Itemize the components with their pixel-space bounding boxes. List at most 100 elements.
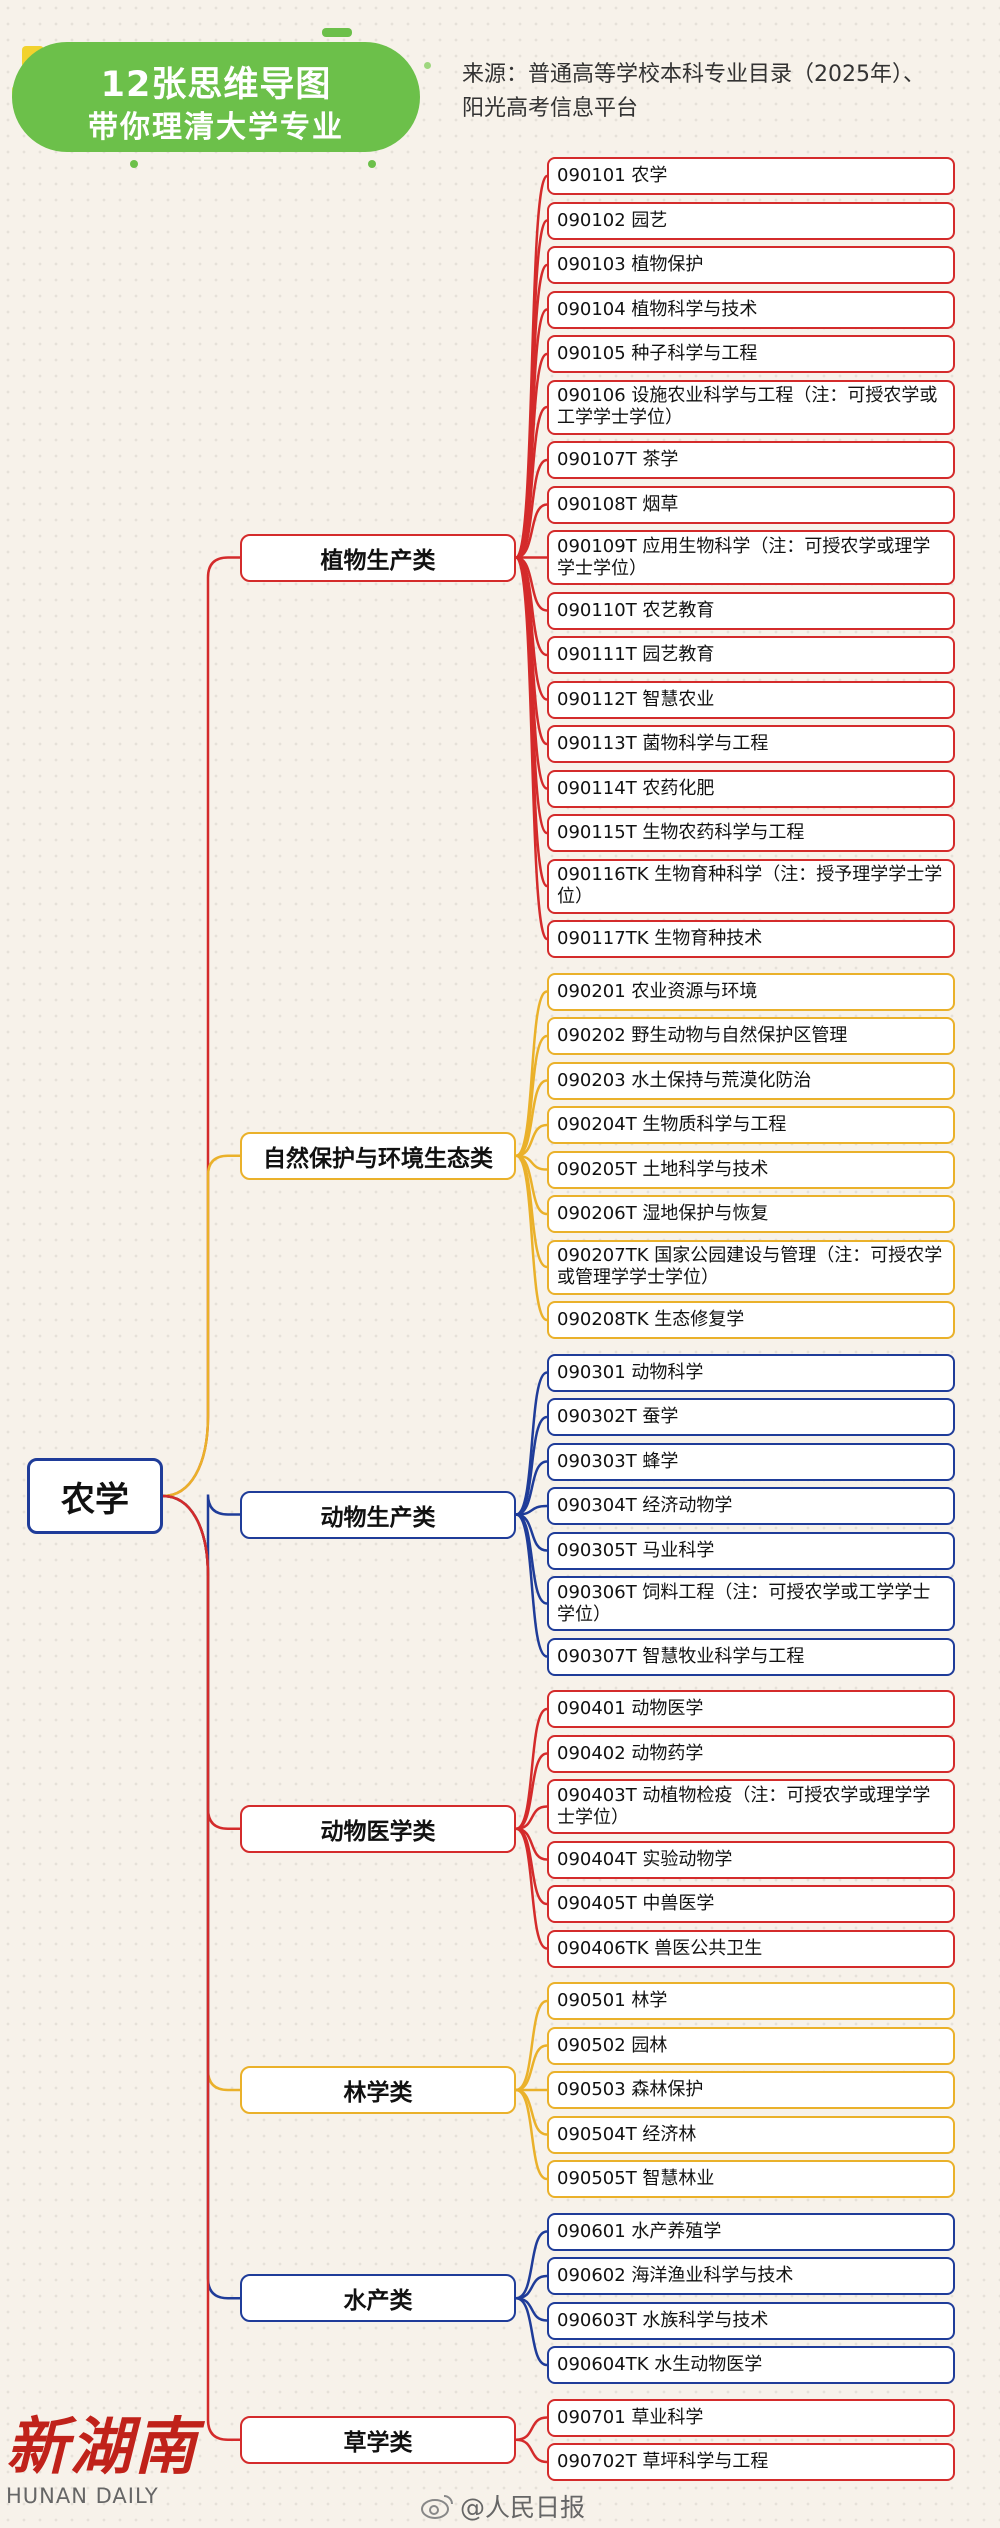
source-line: 阳光高考信息平台 xyxy=(462,96,639,121)
category-to-major-connector xyxy=(515,1513,548,1658)
weibo-handle: @人民日报 xyxy=(460,2493,586,2522)
major-item: 090702T 草坪科学与工程 xyxy=(547,2443,955,2481)
major-item: 090108T 烟草 xyxy=(547,485,955,524)
major-item: 090504T 经济林 xyxy=(547,2115,955,2154)
major-item: 090114T 农药化肥 xyxy=(547,769,955,808)
root-to-category-connector xyxy=(162,1494,240,1577)
major-item: 090115T 生物农药科学与工程 xyxy=(547,814,955,852)
category-to-major-connector xyxy=(515,458,548,559)
major-item: 090503 森林保护 xyxy=(547,2071,955,2109)
logo-brand: 新湖南 xyxy=(6,2410,199,2483)
major-item: 090406TK 兽医公共卫生 xyxy=(547,1929,955,1968)
major-item: 090603T 水族科学与技术 xyxy=(547,2301,955,2340)
major-item: 090307T 智慧牧业科学与工程 xyxy=(547,1637,955,1676)
major-item: 090201 农业资源与环境 xyxy=(547,972,955,1011)
major-item: 090102 园艺 xyxy=(547,201,955,240)
major-item: 090208TK 生态修复学 xyxy=(547,1301,955,1339)
major-item: 090602 海洋渔业科学与技术 xyxy=(547,2257,955,2295)
category-node: 动物医学类 xyxy=(240,1804,516,1853)
weibo-icon xyxy=(421,2495,453,2519)
major-item: 090203 水土保持与荒漠化防治 xyxy=(547,1061,955,1100)
major-item: 090304T 经济动物学 xyxy=(547,1487,955,1525)
category-to-major-connector xyxy=(515,503,548,559)
major-item: 090206T 湿地保护与恢复 xyxy=(547,1195,955,1233)
category-node: 水产类 xyxy=(240,2274,516,2323)
category-node: 草学类 xyxy=(240,2415,516,2464)
category-to-major-connector xyxy=(515,1034,548,1157)
header-dot-decoration xyxy=(368,160,376,168)
major-item: 090604TK 水生动物医学 xyxy=(547,2346,955,2384)
category-to-major-connector xyxy=(515,2274,548,2300)
root-node: 农学 xyxy=(27,1458,163,1534)
major-item: 090116TK 生物育种科学（注：授予理学学士学位） xyxy=(547,858,955,914)
major-item: 090302T 蚕学 xyxy=(547,1398,955,1436)
category-to-major-connector xyxy=(515,2438,548,2464)
major-item: 090403T 动植物检疫（注：可授农学或理学学士学位） xyxy=(547,1779,955,1834)
category-to-major-connector xyxy=(515,2416,548,2441)
category-to-major-connector xyxy=(515,2088,548,2181)
category-to-major-connector xyxy=(515,1415,548,1516)
major-item: 090101 农学 xyxy=(547,157,955,195)
category-to-major-connector xyxy=(515,1752,548,1830)
major-item: 090111T 园艺教育 xyxy=(547,636,955,674)
major-item: 090305T 马业科学 xyxy=(547,1531,955,1570)
header-title: 12张思维导图 xyxy=(100,65,332,105)
major-item: 090502 园林 xyxy=(547,2026,955,2065)
major-item: 090405T 中兽医学 xyxy=(547,1885,955,1923)
category-to-major-connector xyxy=(515,2297,548,2322)
category-to-major-connector xyxy=(515,2230,548,2300)
category-node: 林学类 xyxy=(240,2066,516,2114)
major-item: 090402 动物药学 xyxy=(547,1734,955,1773)
major-item: 090202 野生动物与自然保护区管理 xyxy=(547,1017,955,1055)
root-to-category-connector xyxy=(162,1154,240,1498)
root-to-category-connector xyxy=(162,1494,240,2300)
root-to-category-connector xyxy=(162,1494,240,2092)
major-item: 090404T 实验动物学 xyxy=(547,1840,955,1879)
category-to-major-connector xyxy=(515,990,548,1157)
major-item: 090112T 智慧农业 xyxy=(547,680,955,719)
category-to-major-connector xyxy=(515,1154,548,1322)
major-item: 090117TK 生物育种技术 xyxy=(547,920,955,958)
major-item: 090301 动物科学 xyxy=(547,1353,955,1392)
category-node: 自然保护与环境生态类 xyxy=(240,1131,516,1180)
major-item: 090601 水产养殖学 xyxy=(547,2212,955,2251)
category-to-major-connector xyxy=(515,1827,548,1950)
major-item: 090103 植物保护 xyxy=(547,246,955,284)
category-to-major-connector xyxy=(515,1079,548,1157)
major-item: 090207TK 国家公园建设与管理（注：可授农学或管理学学士学位） xyxy=(547,1239,955,1295)
header-dot-decoration xyxy=(130,160,138,168)
category-node: 植物生产类 xyxy=(240,533,516,582)
category-to-major-connector xyxy=(514,556,549,941)
major-item: 090105 种子科学与工程 xyxy=(547,335,955,373)
category-to-major-connector xyxy=(515,1707,548,1830)
root-to-category-connector xyxy=(162,556,240,1498)
header-subtitle: 带你理清大学专业 xyxy=(88,110,344,145)
major-item: 090204T 生物质科学与工程 xyxy=(547,1106,955,1144)
header-badge: 12张思维导图 带你理清大学专业 xyxy=(12,42,420,152)
major-item: 090205T 土地科学与技术 xyxy=(547,1150,955,1189)
hunan-daily-logo: 新湖南 HUNAN DAILY xyxy=(6,2410,226,2509)
header-dash-decoration xyxy=(322,28,352,37)
major-item: 090501 林学 xyxy=(547,1982,955,2020)
source-note: 来源：普通高等学校本科专业目录（2025年）、 阳光高考信息平台 xyxy=(462,58,982,126)
major-item: 090701 草业科学 xyxy=(547,2398,955,2437)
major-item: 090106 设施农业科学与工程（注：可授农学或工学学士学位） xyxy=(547,379,955,435)
major-item: 090303T 蜂学 xyxy=(547,1442,955,1481)
weibo-watermark: @人民日报 xyxy=(420,2488,585,2524)
major-item: 090110T 农艺教育 xyxy=(547,591,955,630)
category-node: 动物生产类 xyxy=(240,1490,516,1539)
root-to-category-connector xyxy=(162,1494,240,1830)
category-to-major-connector xyxy=(515,2297,548,2367)
major-item: 090306T 饲料工程（注：可授农学或工学学士学位） xyxy=(547,1576,955,1631)
category-to-major-connector xyxy=(515,405,548,559)
major-item: 090505T 智慧林业 xyxy=(547,2160,955,2198)
major-item: 090104 植物科学与技术 xyxy=(547,290,955,329)
source-line: 来源：普通高等学校本科专业目录（2025年）、 xyxy=(462,62,925,87)
major-item: 090107T 茶学 xyxy=(547,441,955,479)
major-item: 090113T 菌物科学与工程 xyxy=(547,725,955,763)
header-dot-decoration xyxy=(424,62,431,69)
major-item: 090109T 应用生物科学（注：可授农学或理学学士学位） xyxy=(547,530,955,585)
major-item: 090401 动物医学 xyxy=(547,1690,955,1728)
root-to-category-connector xyxy=(162,1494,240,2441)
